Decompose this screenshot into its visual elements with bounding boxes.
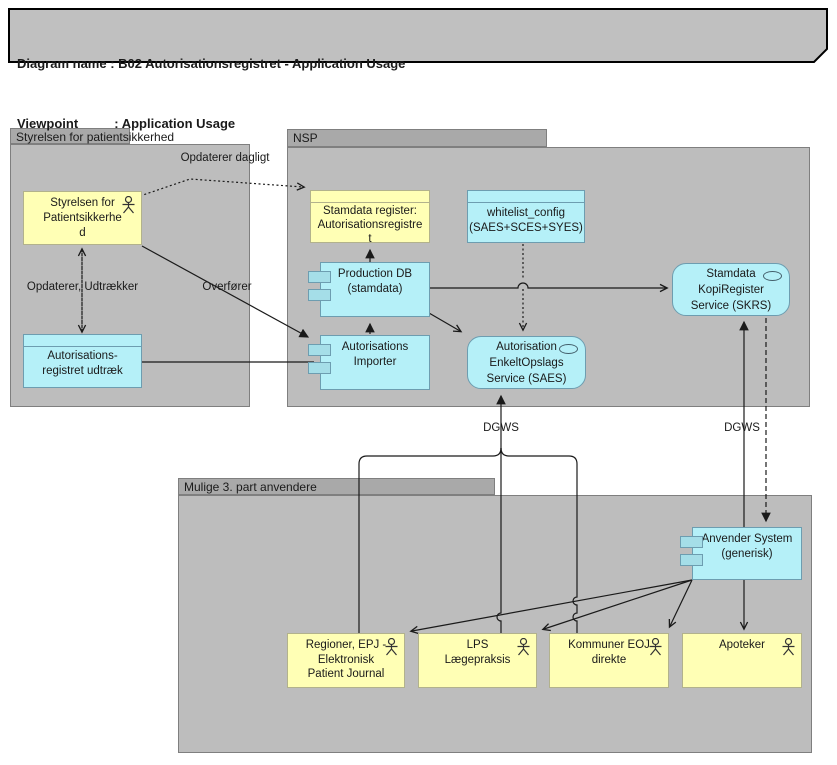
node-whitelist-config[interactable]: whitelist_config (SAES+SCES+SYES)	[467, 190, 585, 243]
component-icon	[680, 536, 704, 572]
component-icon-tab	[308, 271, 331, 283]
edge-proddb-saes	[428, 312, 463, 333]
title-line1: Diagram name : B02 Autorisationsregistre…	[17, 56, 406, 71]
node-kommuner-eoj[interactable]: Kommuner EOJ direkte	[549, 633, 669, 688]
node-stamdata-register[interactable]: Stamdata register: Autorisationsregistre…	[310, 190, 430, 245]
node-styrelsen-actor[interactable]: Styrelsen for Patientsikkerhe d	[23, 191, 142, 245]
group-tab-styrelsen[interactable]: Styrelsen for patientsikkerhed	[10, 128, 174, 144]
component-icon	[308, 271, 332, 307]
edge-dgws-branch-kommuner	[500, 447, 578, 633]
node-label: Autorisations Importer	[341, 341, 409, 368]
title-note: Diagram name : B02 Autorisationsregistre…	[17, 14, 405, 174]
data-object-bar	[468, 191, 584, 203]
node-label: Apoteker	[718, 639, 766, 651]
node-autorisations-importer[interactable]: Autorisations Importer	[308, 335, 430, 390]
node-label: Autorisation EnkeltOpslags Service (SAES…	[486, 341, 567, 385]
edge-label-opdaterer-udtraekker: Opdaterer, Udtrækker	[26, 281, 139, 293]
node-label: Stamdata register: Autorisationsregistre…	[317, 205, 423, 245]
actor-icon	[517, 638, 530, 656]
group-label-styrelsen: Styrelsen for patientsikkerhed	[16, 130, 175, 144]
component-icon	[308, 344, 332, 380]
node-production-db[interactable]: Production DB (stamdata)	[308, 262, 430, 317]
group-label-mulige: Mulige 3. part anvendere	[184, 480, 317, 494]
edge-anvender-kommuner	[668, 579, 693, 629]
node-apoteker[interactable]: Apoteker	[682, 633, 802, 688]
node-label: Regioner, EPJ - Elektronisk Patient Jour…	[305, 639, 387, 680]
node-regioner-epj[interactable]: Regioner, EPJ - Elektronisk Patient Jour…	[287, 633, 405, 688]
edge-anvender-lps	[541, 579, 693, 632]
title-note-shape	[8, 8, 828, 63]
node-lps-laegepraksis[interactable]: LPS Lægepraksis	[418, 633, 537, 688]
node-anvender-system[interactable]: Anvender System (generisk)	[680, 527, 802, 580]
actor-icon	[782, 638, 795, 656]
actor-icon	[122, 196, 135, 214]
component-icon-tab	[308, 362, 331, 374]
edge-dgws-branch-regioner	[358, 447, 502, 633]
node-label: Anvender System (generisk)	[701, 533, 793, 560]
data-object-bar	[311, 191, 429, 203]
edge-opdaterer-dagligt	[139, 178, 306, 197]
node-skrs-service[interactable]: Stamdata KopiRegister Service (SKRS)	[672, 263, 790, 316]
node-label: Kommuner EOJ direkte	[568, 639, 650, 666]
node-label: LPS Lægepraksis	[444, 639, 511, 666]
node-label: whitelist_config (SAES+SCES+SYES)	[469, 207, 583, 234]
node-autorisationsregistret-udtraek[interactable]: Autorisations- registret udtræk	[23, 334, 142, 388]
component-icon-tab	[308, 344, 331, 356]
node-label: Styrelsen for Patientsikkerhe d	[43, 197, 122, 239]
node-label: Stamdata KopiRegister Service (SKRS)	[690, 268, 772, 312]
edge-anvender-regioner	[409, 579, 693, 635]
group-label-nsp: NSP	[293, 131, 318, 145]
actor-icon	[649, 638, 662, 656]
edge-label-opdaterer-dagligt: Opdaterer dagligt	[180, 152, 270, 164]
service-icon	[763, 271, 782, 281]
actor-icon	[385, 638, 398, 656]
node-label: Autorisations- registret udtræk	[42, 350, 123, 377]
edge-label-overfoerer: Overfører	[202, 281, 252, 293]
component-icon-tab	[308, 289, 331, 301]
component-icon-tab	[680, 554, 703, 566]
edge-overfoerer	[141, 245, 310, 338]
title-line2: Viewpoint : Application Usage	[17, 116, 236, 131]
service-icon	[559, 344, 578, 354]
node-label: Production DB (stamdata)	[337, 268, 413, 295]
component-icon-tab	[680, 536, 703, 548]
data-object-bar	[24, 335, 141, 347]
group-tab-nsp[interactable]: NSP	[287, 129, 547, 147]
group-tab-mulige[interactable]: Mulige 3. part anvendere	[178, 478, 495, 495]
edge-dgws-branch-lps	[496, 448, 502, 633]
node-saes-service[interactable]: Autorisation EnkeltOpslags Service (SAES…	[467, 336, 586, 389]
edge-label-dgws-right: DGWS	[724, 422, 760, 434]
edge-proddb-skrs	[430, 282, 669, 293]
line-hop-mask	[516, 280, 530, 288]
edge-label-dgws-left: DGWS	[483, 422, 519, 434]
